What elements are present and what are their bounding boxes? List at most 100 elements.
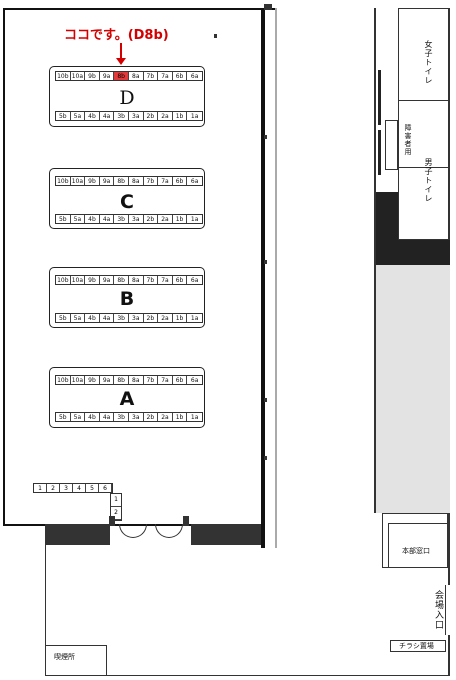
- bottom-wall-block-right: [191, 524, 261, 545]
- wall-booth: 4: [73, 484, 86, 492]
- booth-c6a: 6a: [190, 178, 199, 185]
- booth-a10b: 10b: [56, 376, 71, 384]
- hq-desk: [382, 513, 448, 568]
- booth-b10b: 10b: [56, 276, 71, 284]
- wall-booth: 1: [111, 494, 121, 507]
- wall-marker: [214, 34, 217, 38]
- pillar: [183, 516, 189, 526]
- service-wall-black: [376, 240, 450, 265]
- flyer-table: [390, 640, 446, 652]
- booth-d4b: 4b: [85, 112, 100, 120]
- annotation-arrow-shaft: [120, 43, 122, 60]
- toilet-block: [398, 8, 450, 240]
- booth-d3b: 3b: [114, 112, 129, 120]
- booth-c7a: 7a: [158, 177, 173, 185]
- booth-d2b: 2b: [144, 112, 159, 120]
- booth-b9b: 9b: [85, 276, 100, 284]
- entrance-label: 会場入口: [433, 590, 443, 630]
- booth-c9a: 9a: [100, 177, 115, 185]
- wall-booth: 5: [86, 484, 99, 492]
- smoking-area-label: 喫煙所: [54, 653, 75, 661]
- booth-b2b: 2b: [144, 314, 159, 322]
- booth-a7b: 7b: [144, 376, 159, 384]
- booth-d6b: 6b: [173, 72, 188, 80]
- booth-b6a: 6a: [190, 277, 199, 284]
- booth-a7a: 7a: [158, 376, 173, 384]
- stage-area: [376, 265, 450, 513]
- booth-a4b: 4b: [85, 413, 100, 421]
- toilet-door-bar: [378, 70, 381, 125]
- booth-c10a: 10a: [71, 177, 86, 185]
- wall-marker: [264, 398, 267, 402]
- headquarters-label: 本部窓口: [402, 547, 430, 555]
- toilet-wall-black: [376, 192, 398, 240]
- booth-b7b: 7b: [144, 276, 159, 284]
- mens-toilet-label: 男子トイレ: [424, 158, 433, 203]
- booth-d5a: 5a: [71, 112, 86, 120]
- booth-b10a: 10a: [71, 276, 86, 284]
- booth-b3b: 3b: [114, 314, 129, 322]
- toilet-door-bar: [378, 130, 381, 175]
- booth-d9a: 9a: [100, 72, 115, 80]
- booth-a3a: 3a: [129, 413, 144, 421]
- booth-d1b: 1b: [173, 112, 188, 120]
- right-corridor-wall: [374, 8, 376, 513]
- booth-d7a: 7a: [158, 72, 173, 80]
- booth-d4a: 4a: [100, 112, 115, 120]
- wall-marker: [264, 260, 267, 264]
- top-pillar: [264, 4, 272, 10]
- booth-d5b: 5b: [56, 112, 71, 120]
- booth-c3a: 3a: [129, 215, 144, 223]
- booth-a6b: 6b: [173, 376, 188, 384]
- booth-a5a: 5a: [71, 413, 86, 421]
- booth-d8b: 8b: [114, 72, 129, 80]
- booth-b1b: 1b: [173, 314, 188, 322]
- booth-c3b: 3b: [114, 215, 129, 223]
- booth-b5a: 5a: [71, 314, 86, 322]
- booth-c6b: 6b: [173, 177, 188, 185]
- booth-b6b: 6b: [173, 276, 188, 284]
- hall-right-wall-inner: [275, 8, 277, 548]
- booth-c1b: 1b: [173, 215, 188, 223]
- wall-booth: 2: [111, 507, 121, 520]
- booth-c5b: 5b: [56, 215, 71, 223]
- booth-b4b: 4b: [85, 314, 100, 322]
- booth-c10b: 10b: [56, 177, 71, 185]
- booth-d1a: 1a: [190, 113, 199, 120]
- booth-b5b: 5b: [56, 314, 71, 322]
- booth-a1a: 1a: [190, 414, 199, 421]
- booth-d8a: 8a: [129, 72, 144, 80]
- booth-b7a: 7a: [158, 276, 173, 284]
- booth-c5a: 5a: [71, 215, 86, 223]
- wall-booth: 2: [47, 484, 60, 492]
- island-a-label: A: [119, 388, 135, 410]
- booth-a6a: 6a: [190, 377, 199, 384]
- pillar: [109, 516, 115, 526]
- accessible-toilet-box: [385, 120, 398, 170]
- island-b-label: B: [119, 288, 135, 310]
- booth-b3a: 3a: [129, 314, 144, 322]
- womens-toilet-label: 女子トイレ: [424, 40, 433, 85]
- toilet-divider: [398, 167, 450, 168]
- booth-d10b: 10b: [56, 72, 71, 80]
- wall-marker: [264, 135, 267, 139]
- booth-b4a: 4a: [100, 314, 115, 322]
- island-d-label: D: [119, 87, 135, 109]
- booth-c8b: 8b: [114, 177, 129, 185]
- accessible-toilet-label: 障害者用: [404, 124, 412, 156]
- booth-c9b: 9b: [85, 177, 100, 185]
- booth-c4b: 4b: [85, 215, 100, 223]
- booth-b2a: 2a: [158, 314, 173, 322]
- wall-booth: 1: [34, 484, 47, 492]
- booth-a1b: 1b: [173, 413, 188, 421]
- toilet-divider: [398, 100, 450, 101]
- booth-c7b: 7b: [144, 177, 159, 185]
